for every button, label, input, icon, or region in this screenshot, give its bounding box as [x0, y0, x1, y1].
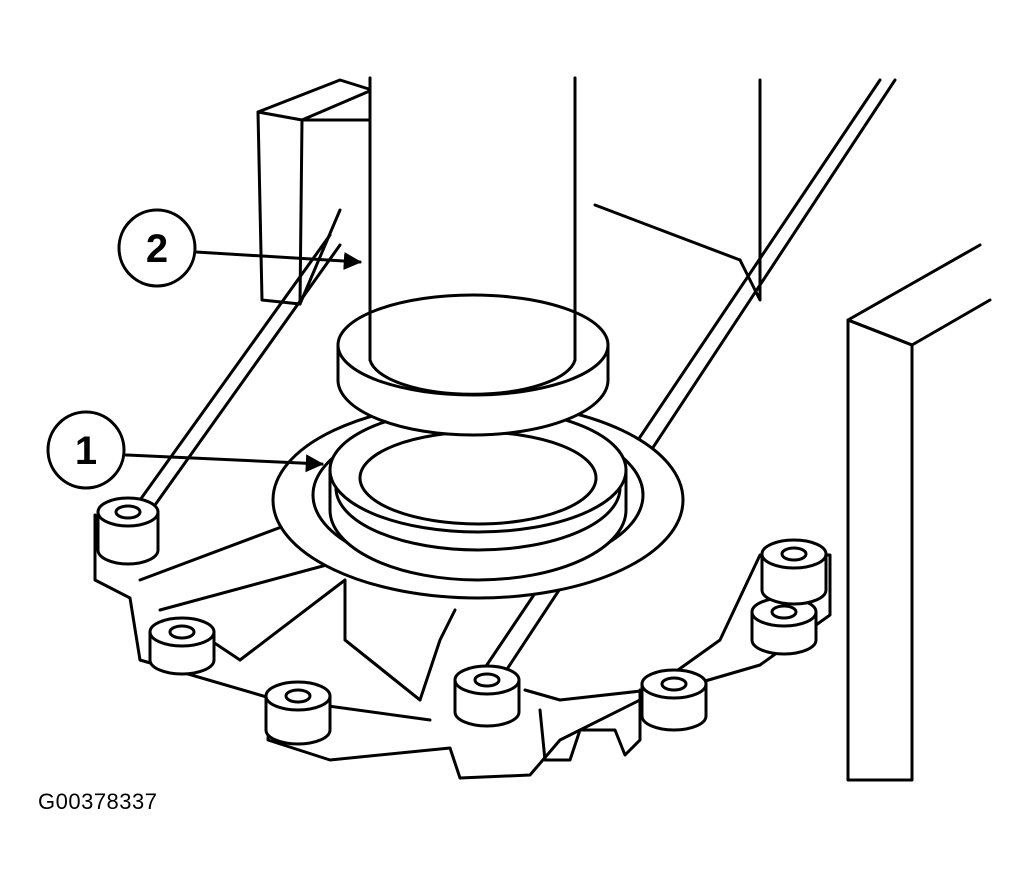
bolt-boss-5 [640, 668, 708, 732]
installer-tool [336, 76, 610, 437]
callout-2: 2 [117, 208, 197, 288]
bolt-bosses [96, 496, 828, 746]
figure-id-label: G00378337 [38, 789, 158, 814]
leader-1 [124, 453, 324, 473]
right-case-block [846, 243, 992, 782]
bolt-boss-4 [453, 664, 521, 728]
leader-2 [194, 250, 362, 270]
bolt-boss-1 [96, 496, 160, 566]
callout-1: 1 [46, 410, 126, 490]
seal [328, 406, 628, 582]
callout-leaders [124, 250, 362, 473]
callout-1-number: 1 [75, 429, 97, 473]
bolt-boss-7 [760, 538, 828, 606]
bolt-boss-6 [750, 596, 818, 656]
callout-2-number: 2 [146, 227, 168, 271]
bolt-boss-2 [148, 616, 216, 676]
bolt-boss-3 [264, 680, 332, 746]
rear-housing-block [256, 78, 374, 306]
